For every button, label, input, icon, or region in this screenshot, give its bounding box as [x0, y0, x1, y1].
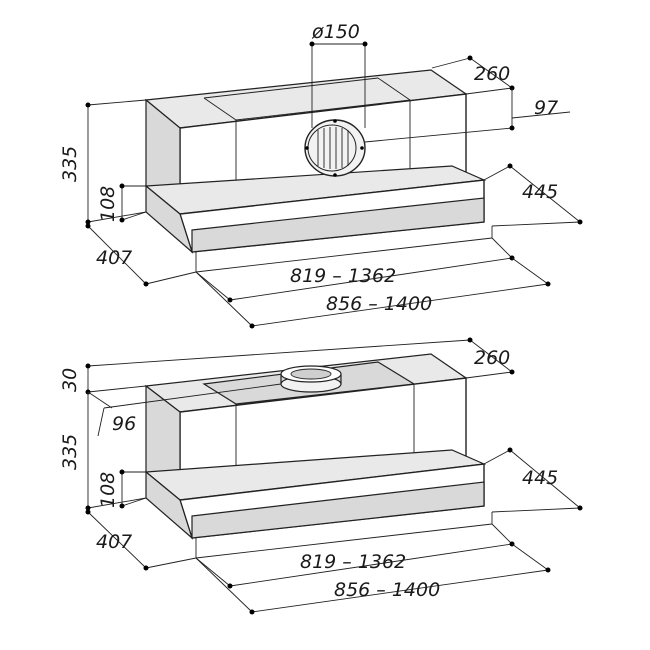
- top-hood-trim: [191, 197, 485, 253]
- bottom-depth-upper: 260: [474, 347, 510, 369]
- top-width-range-1: 819 – 1362: [290, 265, 396, 287]
- top-offset-97: 97: [534, 97, 558, 119]
- bottom-width-range-2: 856 – 1400: [334, 579, 440, 601]
- bottom-depth-lower: 445: [522, 467, 558, 489]
- bottom-height-lower: 108: [97, 472, 119, 508]
- top-duct-diameter: ø150: [311, 21, 360, 43]
- top-height-total: 335: [59, 146, 81, 182]
- bottom-hood-view: 260 30 96 335 108 445 407: [59, 337, 583, 615]
- bottom-offset-96: 96: [112, 413, 136, 435]
- bottom-height-30: 30: [59, 368, 81, 392]
- top-width-range-2: 856 – 1400: [326, 293, 432, 315]
- bottom-height-total: 335: [59, 434, 81, 470]
- bottom-width-range-1: 819 – 1362: [300, 551, 406, 573]
- bottom-hood-trim: [191, 481, 485, 539]
- top-height-lower: 108: [97, 186, 119, 222]
- duct-outlet-icon: [304, 119, 366, 177]
- top-depth-lower: 445: [522, 181, 558, 203]
- top-width-side: 407: [96, 247, 132, 269]
- top-collar-icon: [280, 365, 342, 393]
- bottom-width-side: 407: [96, 531, 132, 553]
- top-depth-upper: 260: [474, 63, 510, 85]
- top-hood-view: ø150 260 97 335 108 445 4: [59, 21, 583, 329]
